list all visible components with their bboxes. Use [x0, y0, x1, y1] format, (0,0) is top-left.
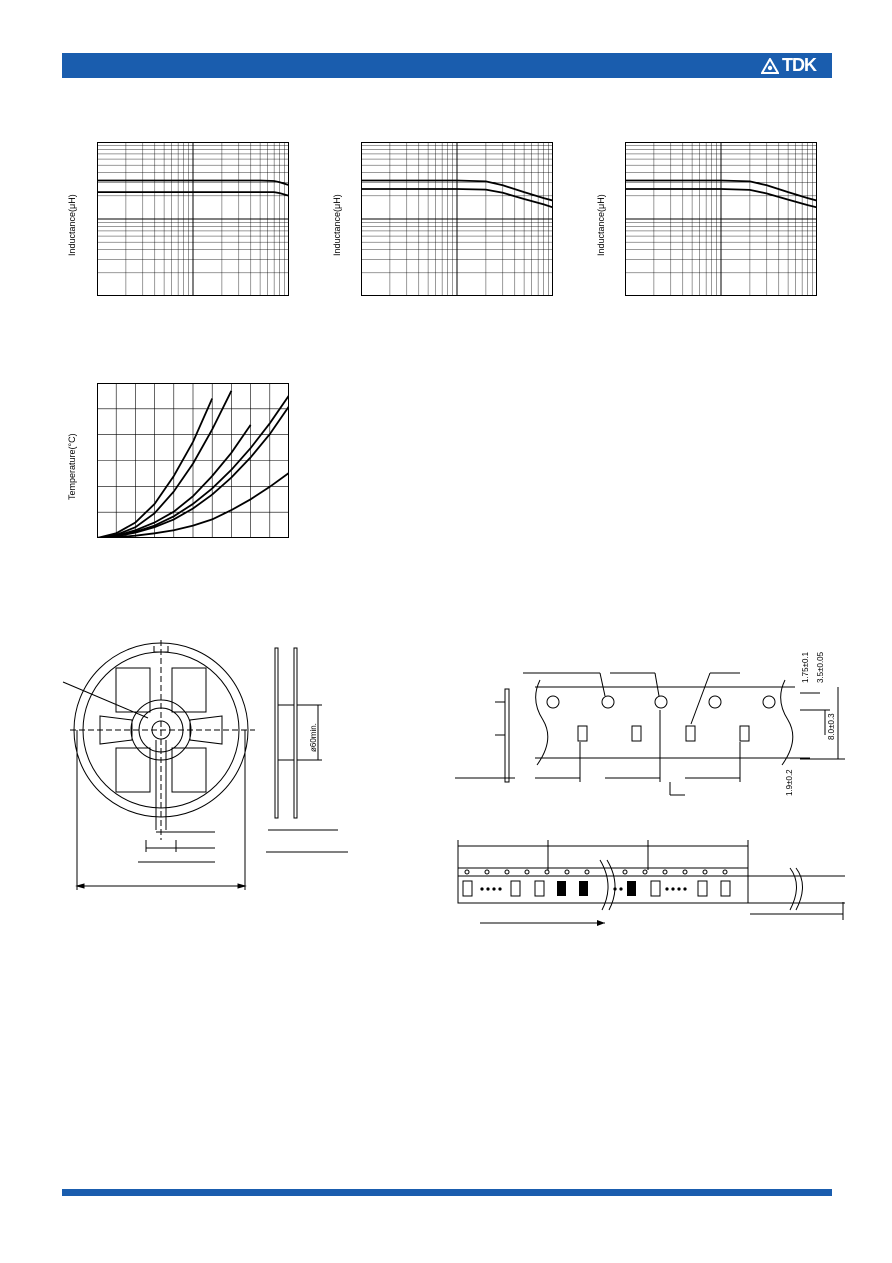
header-bar: TDK: [62, 53, 832, 78]
chart4-ylabel: Temperature(°C): [67, 433, 77, 500]
series-line-1: [97, 179, 289, 186]
tdk-logo: TDK: [761, 55, 817, 75]
tape-dim-tape-width: 8.0±0.3: [827, 713, 836, 740]
tape-dim-pocket-width: 1.9±0.2: [785, 769, 794, 796]
chart3-ylabel: Inductance(μH): [596, 194, 606, 256]
tape-dim-pocket-center: 3.5±0.05: [816, 651, 825, 683]
reel-drawing: [62, 640, 348, 890]
inductance-chart-2: [361, 142, 553, 296]
logo-text: TDK: [782, 55, 817, 75]
temperature-chart: [97, 383, 289, 538]
inductance-chart-3: [625, 142, 817, 296]
series-line-6: [97, 472, 289, 538]
chart1-ylabel: Inductance(μH): [67, 194, 77, 256]
reel-hub-dimension: ø60min.: [309, 723, 318, 752]
series-line-1: [97, 398, 214, 538]
footer-bar: [62, 1189, 832, 1196]
series-line-2: [97, 390, 233, 538]
series-line-1: [361, 179, 553, 202]
carrier-tape-drawing: [455, 672, 845, 926]
series-line-2: [361, 188, 553, 209]
series-line-5: [97, 405, 289, 538]
inductance-chart-1: [97, 142, 289, 296]
series-line-2: [97, 191, 289, 197]
tape-dim-sprocket-offset: 1.75±0.1: [801, 651, 810, 683]
series-line-1: [625, 179, 817, 202]
chart2-ylabel: Inductance(μH): [332, 194, 342, 256]
tdk-triangle-logo-icon: [761, 57, 779, 74]
series-line-2: [625, 188, 817, 209]
